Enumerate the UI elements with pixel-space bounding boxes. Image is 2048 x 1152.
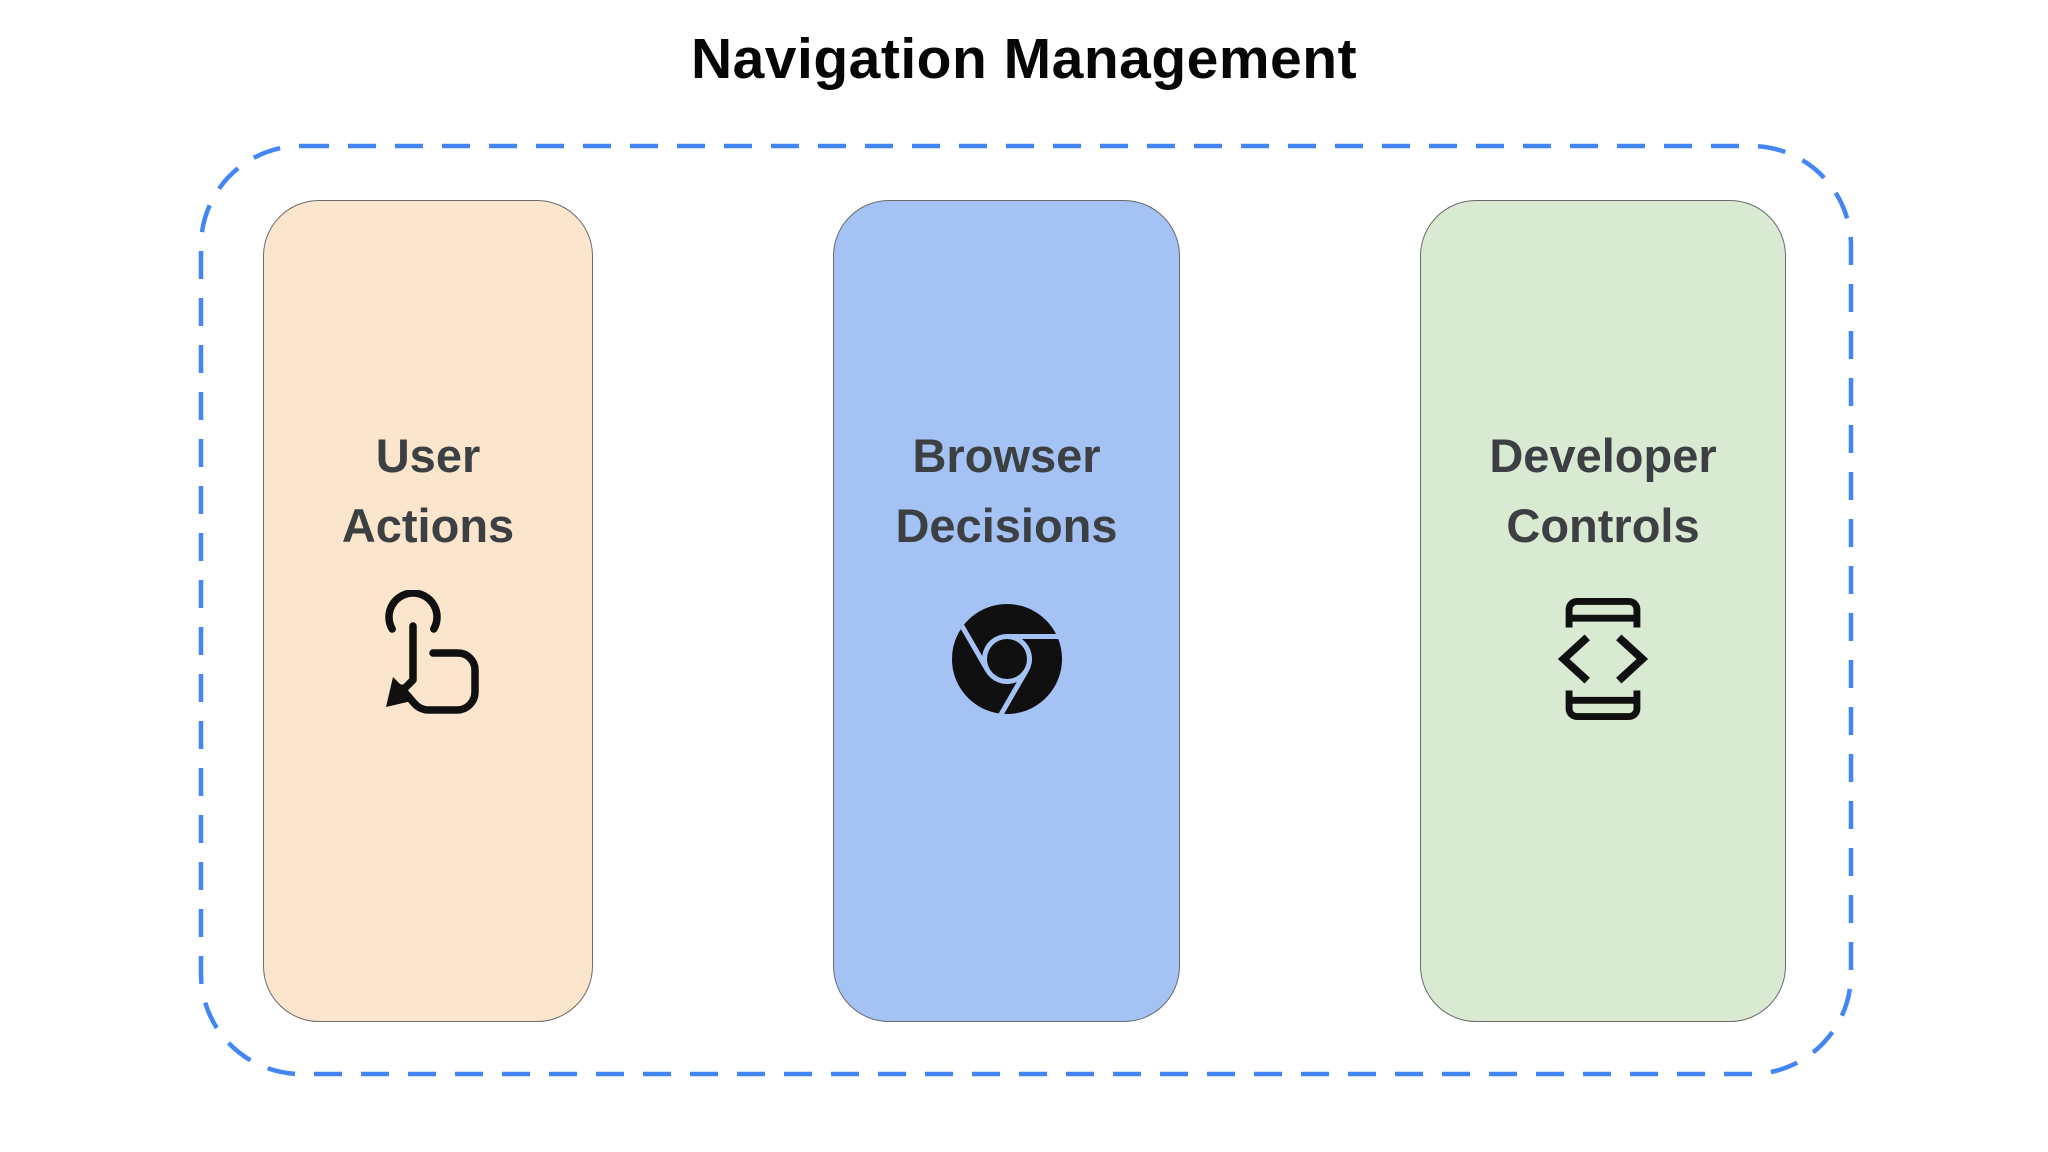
card-user-actions: User Actions [263,200,593,1022]
card-label-line1: Developer [1489,429,1717,482]
card-label-line2: Actions [341,499,515,552]
card-label-line1: Browser [912,429,1101,482]
card-label: Browser Decisions [895,421,1117,561]
card-browser-decisions: Browser Decisions [833,200,1180,1022]
page-title: Navigation Management [690,27,1358,91]
card-label-line2: Decisions [895,499,1118,552]
card-developer-controls: Developer Controls [1420,200,1786,1022]
dashed-boundary-rect [198,143,1854,1077]
card-label-line2: Controls [1506,499,1700,552]
developer-mode-icon [1544,584,1662,734]
card-label: User Actions [342,421,514,561]
card-label-line1: User [375,429,481,482]
chrome-icon [951,584,1062,734]
touch-gesture-icon [373,584,483,734]
card-label: Developer Controls [1489,421,1716,561]
dashed-boundary [198,143,1854,1077]
